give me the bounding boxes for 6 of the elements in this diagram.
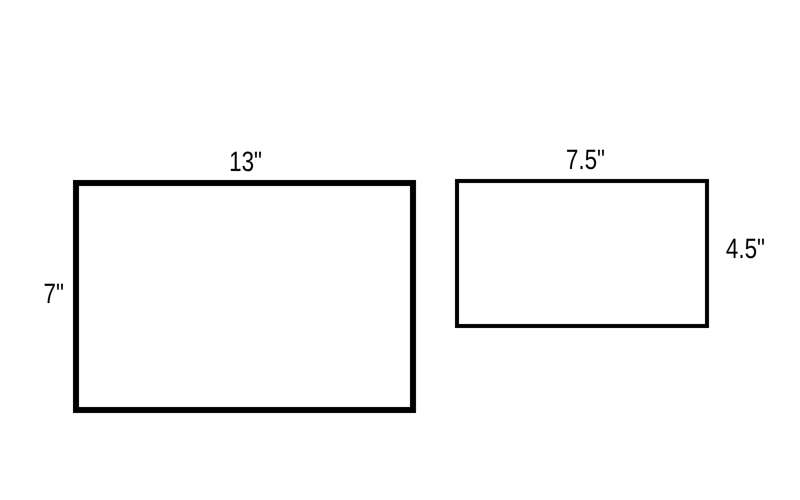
- rectangle-frame: [455, 179, 709, 328]
- dimension-label: 7": [44, 278, 64, 310]
- dimension-label: 7.5": [565, 144, 604, 176]
- dimension-label: 4.5": [725, 233, 764, 265]
- rectangle-frame: [73, 180, 416, 413]
- dimension-label: 13": [228, 146, 262, 178]
